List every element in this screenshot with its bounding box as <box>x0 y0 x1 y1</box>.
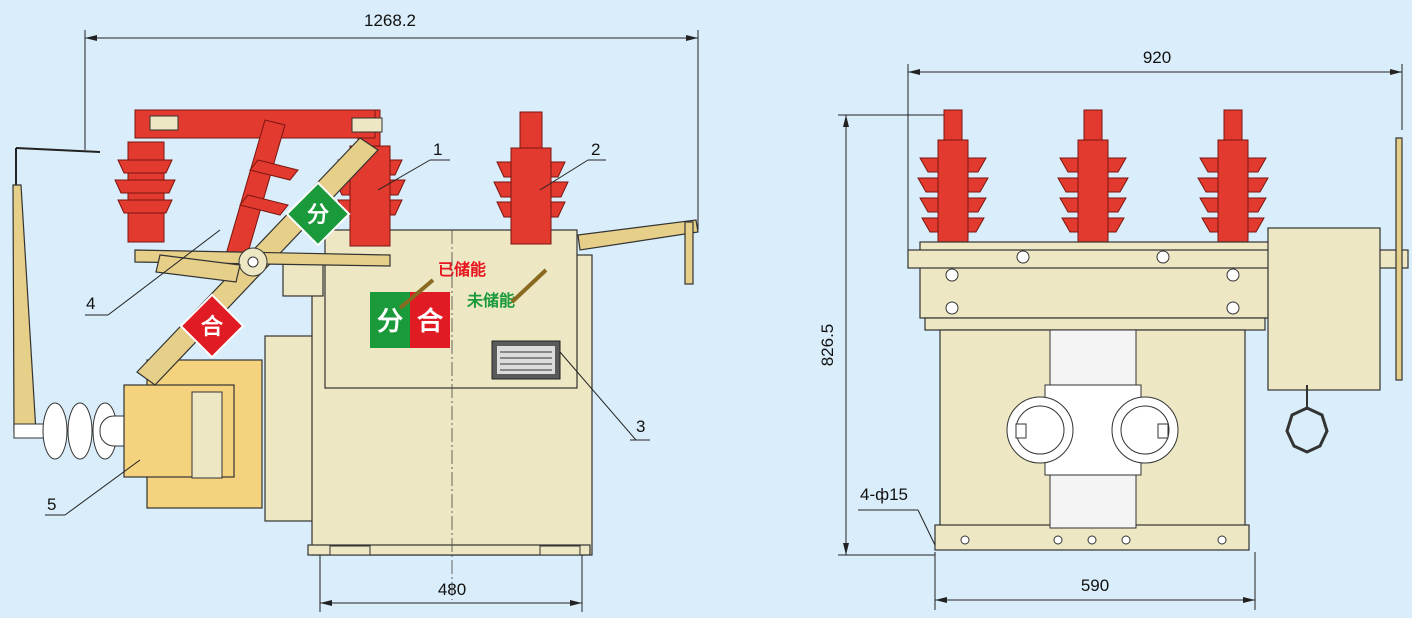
dimension-overall-left: 1268.2 <box>84 11 699 230</box>
front-insulator-b <box>1057 109 1129 245</box>
dimension-height: 826.5 <box>818 114 950 556</box>
uncharged-indicator: 未储能 <box>466 291 515 310</box>
close-position-tag: 合 <box>179 293 245 359</box>
open-button-label: 分 <box>377 307 403 337</box>
arrester-mast <box>12 147 101 433</box>
close-button[interactable] <box>410 292 450 348</box>
side-view: 1268.2 <box>12 11 699 612</box>
part-label-2: 2 <box>591 140 600 159</box>
part-label-4: 4 <box>86 294 95 313</box>
open-tag-label: 分 <box>307 203 329 228</box>
dimension-base-left: 480 <box>319 555 583 612</box>
dimension-overall-right: 920 <box>907 48 1403 250</box>
hole-callout: 4-ф15 <box>858 485 936 546</box>
dimension-label-overall-width: 1268.2 <box>364 11 416 30</box>
charged-indicator: 已储能 <box>438 260 486 279</box>
dimension-label-height: 826.5 <box>818 324 837 367</box>
dimension-label-front-width: 920 <box>1143 48 1171 67</box>
front-insulator-a <box>917 109 989 245</box>
close-tag-label: 合 <box>201 314 224 340</box>
side-cabinet <box>1267 137 1403 454</box>
close-button-label: 合 <box>417 306 444 337</box>
current-transformer <box>123 335 316 522</box>
dimension-label-base-width: 480 <box>438 580 466 599</box>
nameplate <box>491 340 561 380</box>
open-position-tag: 分 <box>285 181 351 247</box>
front-insulator-c <box>1197 109 1269 245</box>
lower-tank <box>934 329 1250 551</box>
dimension-label-front-base: 590 <box>1081 576 1109 595</box>
part-label-3: 3 <box>636 417 645 436</box>
disconnect-bar <box>114 109 383 243</box>
hole-spec-label: 4-ф15 <box>860 485 908 504</box>
upper-frame <box>907 241 1409 331</box>
insulator-2 <box>493 111 569 245</box>
diagonal-insulator <box>219 119 299 281</box>
part-callouts: 1 2 3 4 5 <box>45 140 650 516</box>
dimension-base-right: 590 <box>934 552 1256 610</box>
open-button[interactable] <box>370 292 410 348</box>
part-label-1: 1 <box>433 140 442 159</box>
control-buttons[interactable]: 分 合 <box>370 278 450 348</box>
spring-indicators: 已储能 未储能 <box>438 260 548 310</box>
part-label-5: 5 <box>47 495 56 514</box>
front-view: 920 826.5 <box>818 48 1409 610</box>
